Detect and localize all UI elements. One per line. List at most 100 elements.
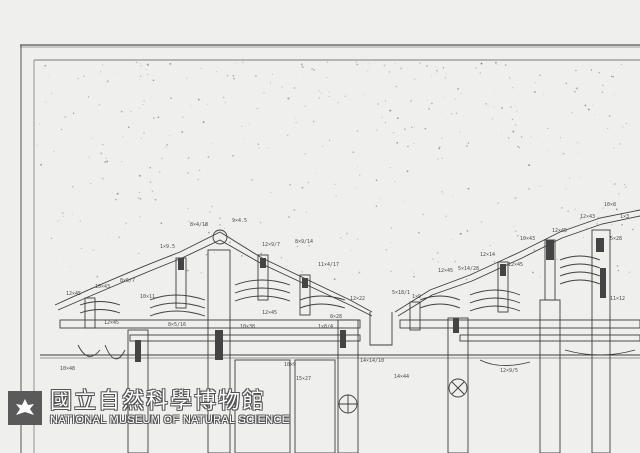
speckle xyxy=(264,242,266,244)
speckle xyxy=(335,195,337,197)
speckle xyxy=(229,241,231,244)
speckle xyxy=(224,227,225,229)
dimension-label: 1×3 xyxy=(620,214,629,220)
speckle xyxy=(576,141,578,144)
dimension-label: 8×9/14 xyxy=(295,239,313,245)
speckle xyxy=(436,70,438,72)
speckle xyxy=(293,209,296,211)
speckle xyxy=(622,126,624,128)
dimension-label: 9×4.5 xyxy=(232,218,247,224)
dimension-label: 10×9 xyxy=(284,362,296,368)
speckle xyxy=(624,186,627,188)
speckle xyxy=(121,160,123,163)
speckle xyxy=(295,122,297,124)
speckle xyxy=(479,72,482,74)
speckle xyxy=(159,171,161,173)
speckle xyxy=(83,75,85,77)
speckle xyxy=(44,64,47,67)
speckle xyxy=(307,181,310,184)
speckle xyxy=(413,275,415,278)
speckle xyxy=(289,183,291,186)
speckle xyxy=(200,271,202,274)
speckle xyxy=(437,252,439,254)
speckle xyxy=(53,150,55,152)
speckle xyxy=(602,84,604,86)
speckle xyxy=(616,264,619,267)
speckle xyxy=(334,183,336,185)
speckle xyxy=(359,174,361,176)
institution-name-english: NATIONAL MUSEUM OF NATURAL SCIENCE xyxy=(50,413,290,426)
speckle xyxy=(161,157,163,160)
speckle xyxy=(480,221,483,223)
speckle xyxy=(169,62,172,65)
speckle xyxy=(139,197,142,200)
speckle xyxy=(154,198,157,201)
speckle xyxy=(613,147,615,149)
museum-watermark: 國立自然科學博物館 NATIONAL MUSEUM OF NATURAL SCI… xyxy=(8,388,289,428)
speckle xyxy=(288,216,290,218)
speckle xyxy=(198,169,201,172)
speckle xyxy=(79,220,81,222)
speckle xyxy=(350,249,352,251)
speckle xyxy=(590,69,593,71)
speckle xyxy=(50,237,53,239)
speckle xyxy=(431,102,433,105)
speckle xyxy=(200,68,202,70)
speckle xyxy=(138,174,141,177)
speckle xyxy=(88,156,90,158)
speckle xyxy=(419,62,421,64)
speckle xyxy=(224,102,226,104)
speckle xyxy=(465,278,468,281)
dimension-label: 5×18/1 xyxy=(392,290,410,296)
speckle xyxy=(611,224,613,226)
speckle xyxy=(106,80,109,83)
speckle xyxy=(426,100,428,102)
speckle xyxy=(293,87,296,89)
speckle xyxy=(115,198,117,201)
speckle xyxy=(385,249,387,251)
speckle xyxy=(149,166,151,169)
speckle xyxy=(236,62,238,63)
speckle xyxy=(485,103,487,105)
speckle xyxy=(568,177,570,179)
speckle xyxy=(491,117,494,120)
speckle xyxy=(480,62,483,65)
dimension-label: 10×8 xyxy=(604,202,616,208)
speckle xyxy=(602,207,604,209)
speckle xyxy=(610,75,613,78)
speckle xyxy=(209,211,211,213)
dimension-label: 12×45 xyxy=(438,268,453,274)
speckle xyxy=(355,61,358,64)
institution-name-chinese: 國立自然科學博物館 xyxy=(50,388,267,414)
speckle xyxy=(70,247,72,249)
speckle xyxy=(520,136,523,138)
speckle xyxy=(432,258,434,260)
speckle xyxy=(440,113,442,114)
speckle xyxy=(466,230,469,232)
speckle xyxy=(378,198,380,199)
speckle xyxy=(437,158,439,160)
speckle xyxy=(140,75,142,77)
speckle xyxy=(102,177,104,180)
speckle xyxy=(205,253,208,256)
speckle xyxy=(565,188,567,190)
speckle xyxy=(547,127,549,130)
speckle xyxy=(437,261,439,263)
speckle xyxy=(406,170,409,173)
speckle xyxy=(574,208,576,210)
speckle xyxy=(403,199,405,201)
speckle xyxy=(618,193,620,195)
speckle xyxy=(560,137,561,139)
speckle xyxy=(487,105,489,107)
speckle xyxy=(530,143,532,145)
speckle xyxy=(424,127,427,130)
dimension-label: 1×9.5 xyxy=(160,244,175,250)
museum-logo-icon xyxy=(8,391,42,425)
speckle xyxy=(463,115,464,117)
dimension-label: 10×43 xyxy=(520,236,535,242)
speckle xyxy=(139,79,140,80)
speckle xyxy=(614,183,616,185)
speckle xyxy=(460,232,462,235)
speckle xyxy=(598,72,600,74)
